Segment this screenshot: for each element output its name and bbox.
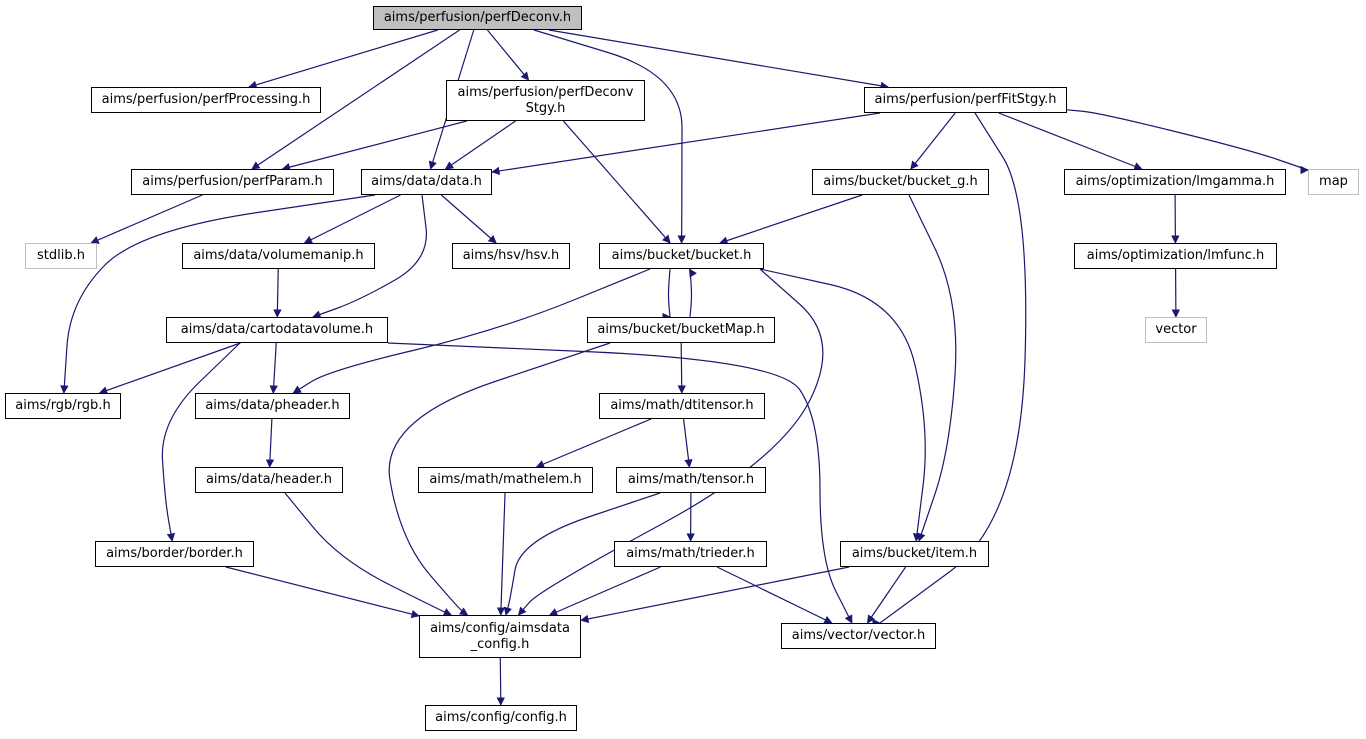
edge-header-to-aimsdata_config bbox=[284, 491, 453, 616]
edge-trieder-to-aimsdata_config bbox=[548, 566, 661, 616]
node-vectorh[interactable]: aims/vector/vector.h bbox=[781, 623, 936, 649]
node-lmfunc[interactable]: aims/optimization/lmfunc.h bbox=[1074, 243, 1277, 269]
edge-perfParam-to-stdlib bbox=[90, 194, 203, 244]
node-perfParam[interactable]: aims/perfusion/perfParam.h bbox=[131, 169, 334, 195]
edge-border-to-aimsdata_config bbox=[225, 566, 420, 619]
edge-cartodatavolume-to-pheader bbox=[269, 342, 278, 394]
edge-aimsdata_config-to-config bbox=[496, 657, 505, 706]
node-mathelem[interactable]: aims/math/mathelem.h bbox=[418, 467, 593, 493]
node-item[interactable]: aims/bucket/item.h bbox=[840, 541, 989, 567]
edge-data-to-volumemanip bbox=[303, 194, 401, 244]
node-volumemanip[interactable]: aims/data/volumemanip.h bbox=[182, 243, 375, 269]
node-lmgamma[interactable]: aims/optimization/lmgamma.h bbox=[1064, 169, 1286, 195]
edge-perfDeconv-to-perfDeconvStgy bbox=[486, 29, 530, 81]
edge-bucketMap-to-dtitensor bbox=[677, 342, 686, 394]
edge-bucket-to-bucketMap bbox=[665, 268, 674, 318]
edge-cartodatavolume-to-border bbox=[161, 342, 241, 542]
edge-bucket-to-aimsdata_config bbox=[517, 268, 824, 616]
edge-cartodatavolume-to-vectorh bbox=[387, 342, 853, 624]
edge-item-to-aimsdata_config bbox=[580, 566, 850, 624]
edge-data-to-rgb bbox=[60, 194, 376, 394]
node-cartodatavolume[interactable]: aims/data/cartodatavolume.h bbox=[166, 317, 388, 343]
edge-perfFitStgy-to-vectorh bbox=[879, 112, 1027, 624]
node-bucket[interactable]: aims/bucket/bucket.h bbox=[599, 243, 764, 269]
node-dtitensor[interactable]: aims/math/dtitensor.h bbox=[599, 393, 765, 419]
node-pheader[interactable]: aims/data/pheader.h bbox=[195, 393, 350, 419]
edge-bucket_g-to-bucket bbox=[719, 194, 863, 245]
node-bucket_g[interactable]: aims/bucket/bucket_g.h bbox=[812, 169, 989, 195]
node-bucketMap[interactable]: aims/bucket/bucketMap.h bbox=[587, 317, 775, 343]
edge-bucket-to-pheader bbox=[292, 268, 651, 394]
edge-perfDeconv-to-bucket bbox=[533, 29, 686, 244]
node-perfDeconvStgy[interactable]: aims/perfusion/perfDeconv Stgy.h bbox=[446, 80, 645, 121]
node-tensor[interactable]: aims/math/tensor.h bbox=[616, 467, 766, 493]
node-rgb[interactable]: aims/rgb/rgb.h bbox=[5, 393, 121, 419]
edge-bucket-to-item bbox=[759, 268, 926, 542]
edge-perfFitStgy-to-data bbox=[491, 112, 881, 176]
edge-perfDeconvStgy-to-perfParam bbox=[281, 120, 467, 172]
edge-data-to-hsv bbox=[440, 194, 497, 244]
node-vector: vector bbox=[1145, 317, 1207, 343]
node-map: map bbox=[1308, 169, 1359, 195]
node-data[interactable]: aims/data/data.h bbox=[361, 169, 492, 195]
edge-pheader-to-header bbox=[265, 418, 275, 468]
edge-bucketMap-to-bucket bbox=[688, 268, 697, 318]
edge-perfDeconvStgy-to-bucket bbox=[562, 120, 671, 244]
edge-volumemanip-to-cartodatavolume bbox=[273, 268, 282, 318]
edge-bucket_g-to-item bbox=[908, 194, 957, 542]
node-header[interactable]: aims/data/header.h bbox=[195, 467, 343, 493]
edge-mathelem-to-aimsdata_config bbox=[496, 492, 506, 616]
edge-perfDeconv-to-perfFitStgy bbox=[548, 29, 889, 90]
edge-perfDeconv-to-perfParam bbox=[251, 29, 460, 170]
node-perfProcessing[interactable]: aims/perfusion/perfProcessing.h bbox=[91, 87, 321, 113]
edge-data-to-cartodatavolume bbox=[312, 194, 428, 319]
edge-perfFitStgy-to-map bbox=[1066, 109, 1309, 172]
node-hsv[interactable]: aims/hsv/hsv.h bbox=[452, 243, 570, 269]
node-config[interactable]: aims/config/config.h bbox=[425, 705, 577, 731]
node-perfDeconv: aims/perfusion/perfDeconv.h bbox=[373, 6, 582, 30]
node-perfFitStgy[interactable]: aims/perfusion/perfFitStgy.h bbox=[864, 87, 1067, 113]
edge-cartodatavolume-to-rgb bbox=[98, 342, 241, 395]
edge-dtitensor-to-mathelem bbox=[535, 418, 652, 468]
edge-dtitensor-to-tensor bbox=[682, 418, 693, 468]
edge-perfFitStgy-to-bucket_g bbox=[910, 112, 956, 170]
node-border[interactable]: aims/border/border.h bbox=[95, 541, 254, 567]
node-stdlib: stdlib.h bbox=[25, 243, 97, 269]
edge-bucketMap-to-aimsdata_config bbox=[388, 342, 611, 616]
edge-tensor-to-aimsdata_config bbox=[503, 492, 661, 616]
edge-perfDeconv-to-perfProcessing bbox=[248, 29, 438, 89]
node-aimsdata_config[interactable]: aims/config/aimsdata _config.h bbox=[419, 615, 581, 658]
edge-perfDeconvStgy-to-data bbox=[444, 120, 516, 170]
edge-perfFitStgy-to-lmgamma bbox=[998, 112, 1143, 171]
edge-trieder-to-vectorh bbox=[716, 566, 833, 624]
edge-item-to-vectorh bbox=[866, 566, 907, 624]
node-trieder[interactable]: aims/math/trieder.h bbox=[614, 541, 767, 567]
